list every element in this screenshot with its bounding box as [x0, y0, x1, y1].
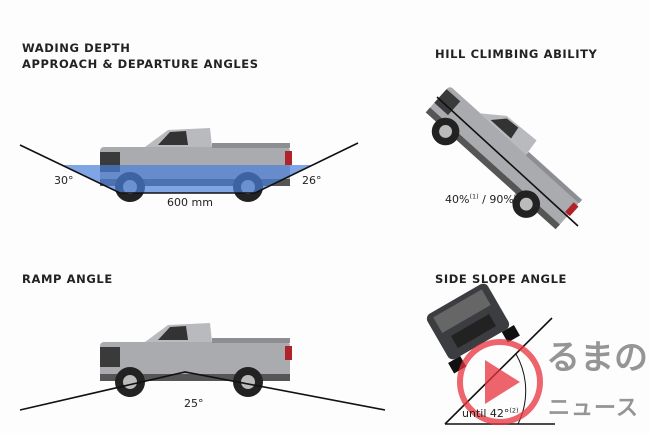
ramp-diagram: [19, 323, 386, 411]
departure-angle-label: 26°: [302, 174, 322, 187]
hill-diagram: [415, 72, 593, 242]
ramp-angle-label: 25°: [184, 397, 204, 410]
watermark-text-line1: るまの: [546, 338, 648, 378]
wading-title-line1: WADING DEPTH: [22, 41, 131, 55]
hill-value-label: 40%(1) / 90%(2): [445, 193, 523, 206]
wading-title: WADING DEPTH APPROACH & DEPARTURE ANGLES: [22, 40, 259, 72]
hill-line: [436, 96, 579, 227]
wading-title-line2: APPROACH & DEPARTURE ANGLES: [22, 57, 259, 71]
ramp-line: [19, 371, 386, 411]
side-prefix: until: [462, 407, 490, 420]
side-angle: 42°: [489, 407, 510, 420]
watermark-logo: [457, 339, 543, 425]
watermark-text-line2: ニュース: [548, 396, 639, 421]
side-slope-angle-label: until 42°(2): [462, 407, 519, 420]
approach-departure-line: [19, 142, 359, 194]
hill-note2: (2): [513, 192, 524, 201]
hill-sep: /: [478, 193, 490, 206]
approach-angle-label: 30°: [54, 174, 74, 187]
truck-front: [426, 283, 520, 374]
wading-depth-label: 600 mm: [167, 196, 213, 209]
truck-side-ramp: [100, 323, 292, 397]
hill-title: HILL CLIMBING ABILITY: [435, 47, 598, 61]
water-area: [62, 165, 312, 193]
ramp-title: RAMP ANGLE: [22, 272, 113, 286]
hill-value1: 40%: [445, 193, 470, 206]
side-slope-title: SIDE SLOPE ANGLE: [435, 272, 567, 286]
hill-note1: (1): [469, 192, 479, 201]
wading-diagram: [19, 128, 359, 202]
hill-value2: 90%: [489, 193, 514, 206]
side-note: (2): [509, 406, 519, 415]
